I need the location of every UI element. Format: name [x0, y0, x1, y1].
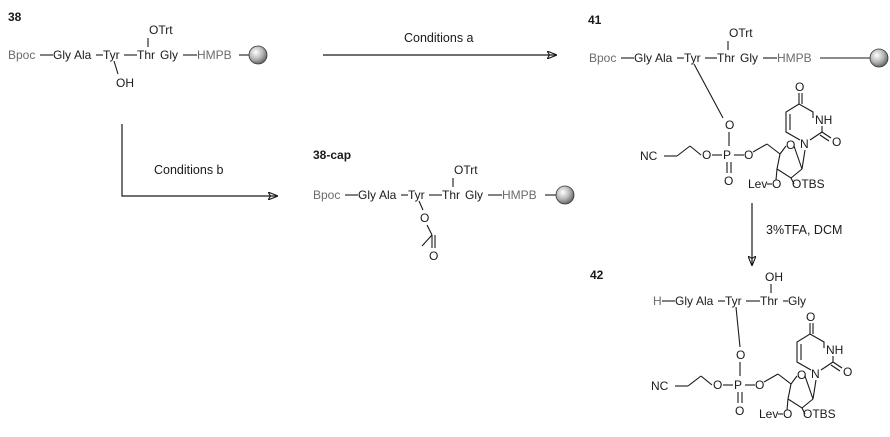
residue-bpoc: Bpoc	[8, 48, 35, 62]
phosphorus-atom: P	[723, 148, 731, 162]
tyr-side-group: OH	[116, 76, 134, 90]
resin-bead-icon	[555, 185, 575, 205]
compound-label-42: 42	[590, 268, 604, 282]
residue-gly: Gly	[53, 48, 71, 62]
phosphate-oxygen: O	[702, 148, 711, 162]
residue-thr: Thr	[137, 48, 155, 62]
residue-gly: Gly	[358, 188, 376, 202]
linker-hmpb: HMPB	[197, 48, 232, 62]
residue-gly: Gly	[740, 51, 758, 65]
tbs-ether: OTBS	[792, 177, 825, 191]
compound-38: 38 Bpoc Gly Ala Tyr Thr Gly HMPB OTrt OH	[8, 10, 268, 90]
tbs-ether: OTBS	[803, 407, 836, 421]
ribose-ring-oxygen: O	[797, 368, 806, 382]
levulinyl-oxygen: O	[772, 177, 781, 191]
uracil-n1: N	[811, 367, 820, 381]
nitrile-group: NC	[651, 379, 669, 393]
resin-bead-icon	[248, 45, 268, 65]
thr-side-group: OTrt	[454, 163, 478, 177]
uracil-c4-oxygen: O	[806, 310, 815, 324]
phosphoryl-oxygen: O	[724, 174, 733, 188]
residue-ala: Ala	[74, 48, 92, 62]
tyr-phenol-oxygen: O	[736, 348, 745, 362]
ribose-ring-oxygen: O	[786, 138, 795, 152]
thr-side-group: OH	[765, 270, 783, 284]
residue-gly: Gly	[465, 188, 483, 202]
residue-gly: Gly	[675, 294, 693, 308]
arrow-c: 3%TFA, DCM	[752, 203, 842, 265]
conditions-a-label: Conditions a	[404, 31, 474, 45]
thr-side-group: OTrt	[149, 23, 173, 37]
phosphorus-atom: P	[734, 378, 742, 392]
acetyl-carbonyl-oxygen: O	[429, 249, 438, 263]
residue-gly: Gly	[634, 51, 652, 65]
compound-42: 42 H Gly Ala Tyr Thr Gly OH O P O O O NC	[590, 268, 852, 421]
uracil-c4-oxygen: O	[795, 80, 804, 94]
residue-bpoc: Bpoc	[589, 51, 616, 65]
residue-gly: Gly	[788, 294, 806, 308]
arrow-b: Conditions b	[121, 124, 277, 196]
linker-hmpb: HMPB	[502, 188, 537, 202]
linker-hmpb: HMPB	[777, 51, 812, 65]
phosphate-oxygen-5prime: O	[755, 378, 764, 392]
levulinyl-oxygen: O	[783, 407, 792, 421]
residue-thr: Thr	[760, 294, 778, 308]
compound-label-38-cap: 38-cap	[313, 148, 351, 162]
residue-bpoc: Bpoc	[313, 188, 340, 202]
compound-38-cap: 38-cap Bpoc Gly Ala Tyr Thr Gly HMPB OTr…	[313, 148, 575, 263]
resin-bead-icon	[869, 48, 889, 68]
uracil-c2-oxygen: O	[843, 365, 852, 379]
uracil-nh: NH	[826, 343, 843, 357]
residue-tyr: Tyr	[725, 294, 742, 308]
compound-label-41: 41	[588, 13, 602, 27]
residue-ala: Ala	[696, 294, 714, 308]
residue-thr: Thr	[717, 51, 735, 65]
phosphate-oxygen-5prime: O	[744, 148, 753, 162]
n-terminus: H	[653, 294, 662, 308]
residue-tyr: Tyr	[684, 51, 701, 65]
nitrile-group: NC	[640, 149, 658, 163]
tyr-phenol-oxygen: O	[725, 118, 734, 132]
uracil-c2-oxygen: O	[832, 135, 841, 149]
levulinyl-group: Lev	[759, 407, 778, 421]
uracil-nh: NH	[815, 113, 832, 127]
uracil-n1: N	[800, 137, 809, 151]
conditions-b-label: Conditions b	[154, 163, 224, 177]
phosphoryl-oxygen: O	[735, 404, 744, 418]
residue-tyr: Tyr	[408, 188, 425, 202]
residue-ala: Ala	[655, 51, 673, 65]
thr-side-group: OTrt	[729, 26, 753, 40]
residue-tyr: Tyr	[103, 48, 120, 62]
conditions-c-label: 3%TFA, DCM	[766, 223, 842, 237]
residue-thr: Thr	[442, 188, 460, 202]
arrow-a: Conditions a	[323, 31, 556, 55]
compound-label-38: 38	[8, 10, 22, 24]
tyr-ester-oxygen: O	[420, 211, 429, 225]
residue-ala: Ala	[379, 188, 397, 202]
residue-gly: Gly	[160, 48, 178, 62]
phosphate-oxygen: O	[713, 378, 722, 392]
levulinyl-group: Lev	[748, 177, 767, 191]
compound-41: 41 Bpoc Gly Ala Tyr Thr Gly HMPB OTrt O …	[588, 13, 889, 191]
